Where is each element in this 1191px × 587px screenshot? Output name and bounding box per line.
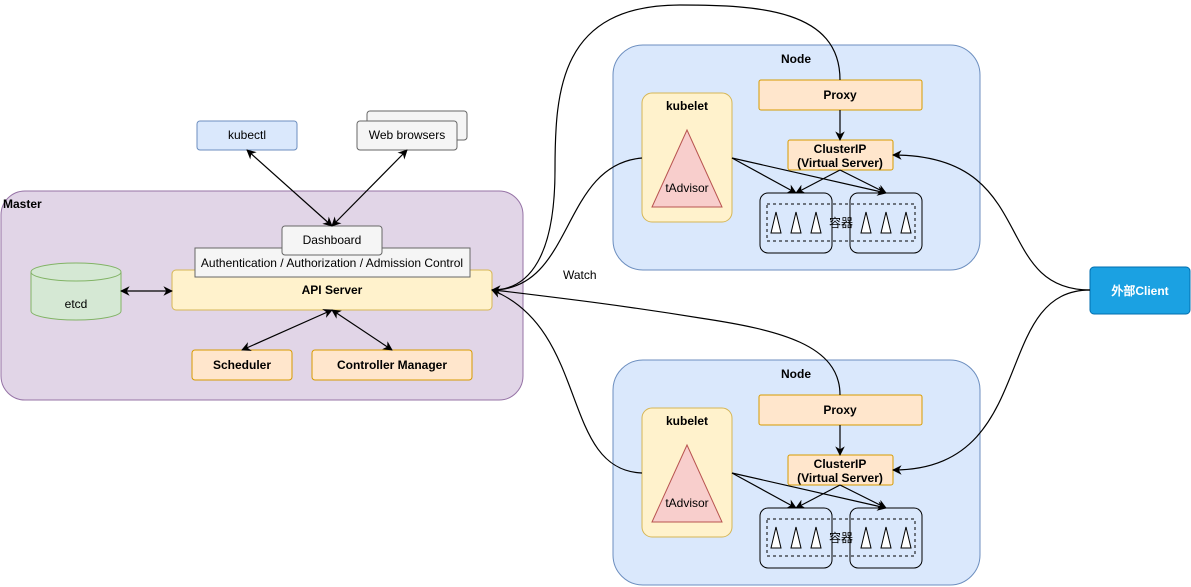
watch-label: Watch bbox=[563, 268, 597, 282]
node-2-container-2 bbox=[790, 526, 802, 549]
scheduler-label: Scheduler bbox=[213, 358, 271, 372]
node-1-container-label: 容器 bbox=[829, 215, 853, 230]
node-1-tadvisor-triangle bbox=[651, 128, 723, 208]
node-2-clusterip-line1: ClusterIP bbox=[814, 457, 867, 471]
node-1-edge-kubelet-podr bbox=[731, 157, 887, 196]
external-client-label: 外部Client bbox=[1111, 283, 1168, 298]
edge-client-clusterip1 bbox=[892, 150, 1091, 291]
node-2-tadvisor-triangle bbox=[651, 443, 723, 523]
node-1-title: Node bbox=[781, 52, 811, 66]
node-2-container-5 bbox=[880, 526, 892, 549]
node-2-container-1 bbox=[770, 526, 782, 549]
node-1-container-5 bbox=[880, 211, 892, 234]
node-1-edge-kubelet-podl bbox=[731, 157, 797, 194]
node-2-container-4 bbox=[860, 526, 872, 549]
node-1-container-4 bbox=[860, 211, 872, 234]
node-1-tadvisor-label: tAdvisor bbox=[665, 181, 708, 195]
node-1-container-6 bbox=[900, 211, 912, 234]
node-2: Node kubelet tAdvisor Proxy ClusterIP (V… bbox=[612, 359, 981, 586]
node-1-container-1 bbox=[770, 211, 782, 234]
node-1-edge-clusterip-podl bbox=[795, 169, 841, 194]
node-2-title: Node bbox=[781, 367, 811, 381]
kubectl-label: kubectl bbox=[228, 128, 266, 142]
node-2-edge-clusterip-podl bbox=[795, 484, 841, 509]
edge-api-controller bbox=[331, 309, 393, 351]
node-2-edge-kubelet-podr bbox=[731, 472, 887, 511]
node-2-container-group bbox=[766, 518, 916, 557]
edge-proxy2-api bbox=[493, 289, 841, 396]
node-1-kubelet-label: kubelet bbox=[666, 99, 708, 113]
node-2-proxy-label: Proxy bbox=[823, 403, 857, 417]
auth-label: Authentication / Authorization / Admissi… bbox=[201, 256, 463, 270]
node-1: Node kubelet tAdvisor Proxy ClusterIP (V… bbox=[612, 44, 981, 271]
node-2-kubelet-label: kubelet bbox=[666, 414, 708, 428]
edge-client-clusterip2 bbox=[892, 289, 1091, 475]
node-2-tadvisor-label: tAdvisor bbox=[665, 496, 708, 510]
edge-api-scheduler bbox=[241, 309, 333, 351]
node-1-container-group bbox=[766, 203, 916, 242]
edge-proxy1-api bbox=[491, 4, 841, 291]
etcd-database: etcd bbox=[30, 262, 122, 321]
node-1-container-3 bbox=[810, 211, 822, 234]
node-1-clusterip-line2: (Virtual Server) bbox=[797, 156, 883, 170]
node-1-clusterip-line1: ClusterIP bbox=[814, 142, 867, 156]
master-title: Master bbox=[3, 197, 42, 211]
node-2-edge-kubelet-podl bbox=[731, 472, 797, 509]
controller-manager-label: Controller Manager bbox=[337, 358, 447, 372]
etcd-label: etcd bbox=[65, 297, 88, 311]
edge-browsers-dashboard bbox=[331, 149, 408, 227]
node-2-container-label: 容器 bbox=[829, 530, 853, 545]
web-browsers-label: Web browsers bbox=[369, 128, 445, 142]
node-1-proxy-label: Proxy bbox=[823, 88, 857, 102]
api-server-label: API Server bbox=[302, 283, 363, 297]
node-2-clusterip-line2: (Virtual Server) bbox=[797, 471, 883, 485]
edge-kubelet2-api bbox=[491, 288, 643, 474]
node-2-container-3 bbox=[810, 526, 822, 549]
edge-kubelet1-api bbox=[491, 157, 643, 295]
edge-kubectl-dashboard bbox=[246, 149, 333, 227]
node-1-container-2 bbox=[790, 211, 802, 234]
node-2-container-6 bbox=[900, 526, 912, 549]
dashboard-label: Dashboard bbox=[303, 233, 362, 247]
